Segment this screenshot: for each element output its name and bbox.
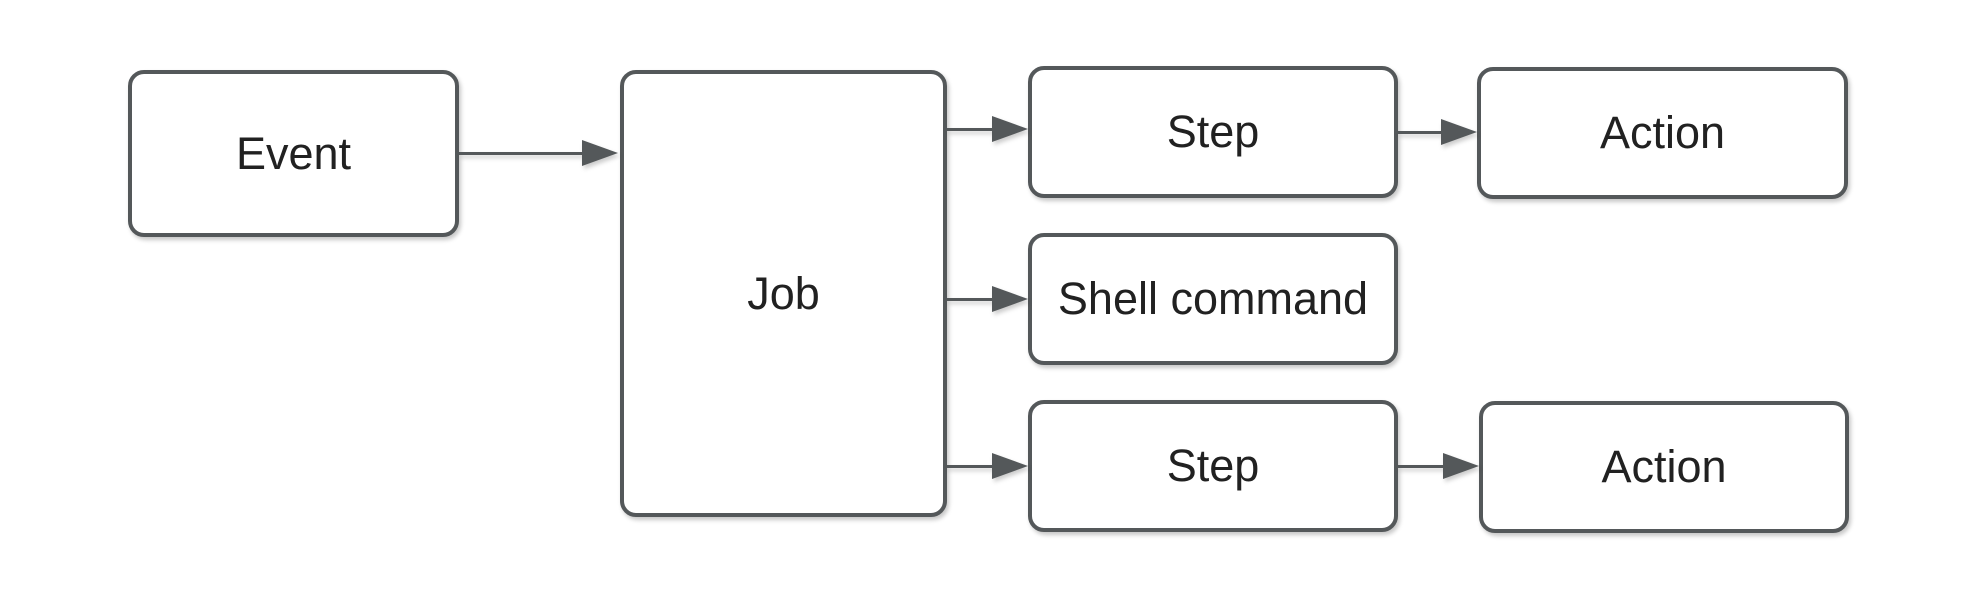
arrowhead bbox=[992, 286, 1028, 312]
arrow-shaft bbox=[459, 151, 584, 155]
edge-job-to-shell-command bbox=[947, 286, 1028, 312]
node-label: Event bbox=[235, 127, 352, 179]
node-label: Step bbox=[1166, 440, 1260, 491]
node-event: Event bbox=[128, 70, 459, 237]
node-step-1: Step bbox=[1028, 66, 1398, 198]
node-action-1: Action bbox=[1477, 67, 1848, 199]
arrow-shaft bbox=[947, 297, 994, 301]
edge-step-1-to-action-1 bbox=[1398, 119, 1477, 145]
arrowhead bbox=[1443, 453, 1479, 479]
node-shell-command: Shell command bbox=[1028, 233, 1398, 365]
arrowhead bbox=[582, 140, 618, 166]
node-job: Job bbox=[620, 70, 947, 517]
edge-job-to-step-1 bbox=[947, 116, 1028, 142]
arrow-shaft bbox=[947, 127, 994, 131]
arrowhead bbox=[1441, 119, 1477, 145]
arrow-shaft bbox=[1398, 130, 1443, 134]
node-step-2: Step bbox=[1028, 400, 1398, 532]
node-label: Shell command bbox=[1057, 273, 1369, 324]
edge-job-to-step-2 bbox=[947, 453, 1028, 479]
node-action-2: Action bbox=[1479, 401, 1849, 533]
arrowhead bbox=[992, 116, 1028, 142]
node-label: Step bbox=[1166, 106, 1260, 157]
node-label: Job bbox=[747, 267, 820, 319]
arrow-shaft bbox=[1398, 464, 1445, 468]
arrowhead bbox=[992, 453, 1028, 479]
edge-step-2-to-action-2 bbox=[1398, 453, 1479, 479]
node-label: Action bbox=[1599, 107, 1726, 158]
node-label: Action bbox=[1601, 441, 1727, 492]
edge-event-to-job bbox=[459, 140, 618, 166]
arrow-shaft bbox=[947, 464, 994, 468]
